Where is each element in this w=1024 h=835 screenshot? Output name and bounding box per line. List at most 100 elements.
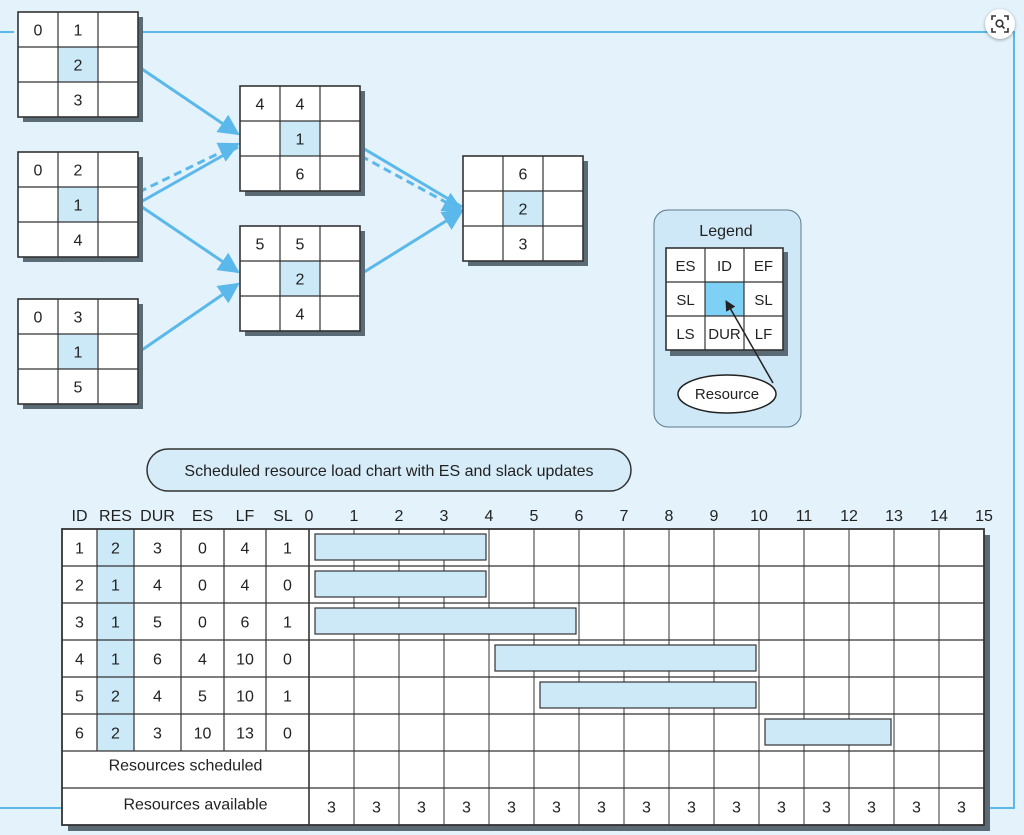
table-cell-es: 4 <box>198 652 207 669</box>
node-border <box>239 225 361 332</box>
resources-available-value: 3 <box>687 800 696 817</box>
table-cell-dur: 3 <box>153 541 162 558</box>
table-cell-lf: 13 <box>236 726 254 743</box>
resources-available-value: 3 <box>462 800 471 817</box>
resources-available-value: 3 <box>732 800 741 817</box>
legend-cell-es: ES <box>675 258 695 275</box>
zoom-fit-button[interactable] <box>985 9 1015 39</box>
time-tick-label: 7 <box>620 508 629 525</box>
node-es: 0 <box>34 163 43 180</box>
schedule-bar <box>539 681 757 709</box>
node-duration: 6 <box>296 167 305 184</box>
time-tick-label: 0 <box>305 508 314 525</box>
node-duration: 3 <box>519 237 528 254</box>
table-cell-sl: 1 <box>283 615 292 632</box>
node-border <box>462 155 584 262</box>
node-id: 4 <box>296 97 305 114</box>
arrow-1-to-4 <box>138 65 240 136</box>
node-resource-cell <box>280 261 320 296</box>
table-header-res: RES <box>99 508 132 525</box>
chart-title-box <box>146 448 632 492</box>
resources-available-value: 3 <box>372 800 381 817</box>
node-resource-cell <box>58 334 98 369</box>
node-duration: 4 <box>74 233 83 250</box>
node-resource-cell <box>280 121 320 156</box>
node-border <box>17 298 139 405</box>
time-tick-label: 13 <box>885 508 903 525</box>
schedule-bar <box>314 570 487 598</box>
arrow-4-to-6-critical <box>360 154 464 213</box>
schedule-bar <box>314 533 487 561</box>
time-tick-label: 14 <box>930 508 948 525</box>
arrow-5-to-6 <box>360 209 464 276</box>
node-es: 4 <box>256 97 265 114</box>
node-id: 1 <box>74 23 83 40</box>
legend-cell-id: ID <box>717 258 732 275</box>
node-duration: 3 <box>74 93 83 110</box>
node-resource-cell <box>503 191 543 226</box>
time-tick-label: 10 <box>750 508 768 525</box>
table-cell-id: 4 <box>75 652 84 669</box>
resources-available-value: 3 <box>867 800 876 817</box>
node-border <box>17 151 139 258</box>
table-cell-sl: 0 <box>283 652 292 669</box>
node-es: 0 <box>34 310 43 327</box>
time-tick-label: 2 <box>395 508 404 525</box>
resources-available-label: Resources available <box>123 797 267 814</box>
node-resource: 1 <box>74 198 83 215</box>
table-cell-dur: 4 <box>153 689 162 706</box>
arrow-2-to-5 <box>138 203 240 274</box>
time-tick-label: 12 <box>840 508 858 525</box>
resources-available-value: 3 <box>822 800 831 817</box>
table-header-lf: LF <box>236 508 255 525</box>
time-tick-label: 9 <box>710 508 719 525</box>
legend-grid-border <box>665 247 784 351</box>
resources-available-value: 3 <box>552 800 561 817</box>
resources-available-value: 3 <box>417 800 426 817</box>
schedule-bar <box>764 718 892 746</box>
table-cell-lf: 4 <box>241 578 250 595</box>
table-cell-es: 0 <box>198 615 207 632</box>
legend-title: Legend <box>699 223 752 240</box>
resources-available-value: 3 <box>507 800 516 817</box>
legend-resource-cell <box>705 282 744 316</box>
table-header-dur: DUR <box>140 508 175 525</box>
chart-title-pill: Scheduled resource load chart with ES an… <box>146 448 632 492</box>
table-cell-id: 6 <box>75 726 84 743</box>
time-tick-label: 11 <box>796 508 813 525</box>
table-cell-dur: 4 <box>153 578 162 595</box>
network-arrows <box>138 65 464 354</box>
table-cell-lf: 4 <box>241 541 250 558</box>
legend-cell-lf: LF <box>755 326 773 343</box>
table-cell-es: 10 <box>194 726 212 743</box>
table-cell-es: 0 <box>198 578 207 595</box>
table-cell-es: 0 <box>198 541 207 558</box>
node-duration: 5 <box>74 380 83 397</box>
network-node: 623 <box>462 155 588 266</box>
table-cell-dur: 5 <box>153 615 162 632</box>
frame-line <box>0 31 1015 809</box>
table-header-id: ID <box>72 508 88 525</box>
table-cell-id: 3 <box>75 615 84 632</box>
table-cell-lf: 10 <box>236 652 254 669</box>
node-es: 0 <box>34 23 43 40</box>
resources-available-value: 3 <box>957 800 966 817</box>
table-cell-res: 2 <box>111 726 120 743</box>
table-cell-es: 5 <box>198 689 207 706</box>
resources-available-value: 3 <box>642 800 651 817</box>
table-cell-sl: 0 <box>283 578 292 595</box>
table-cell-dur: 3 <box>153 726 162 743</box>
node-id: 3 <box>74 310 83 327</box>
time-tick-label: 1 <box>350 508 359 525</box>
table-header-es: ES <box>192 508 213 525</box>
legend-cell-sl: SL <box>754 292 772 309</box>
time-tick-label: 8 <box>665 508 674 525</box>
time-tick-label: 5 <box>530 508 539 525</box>
